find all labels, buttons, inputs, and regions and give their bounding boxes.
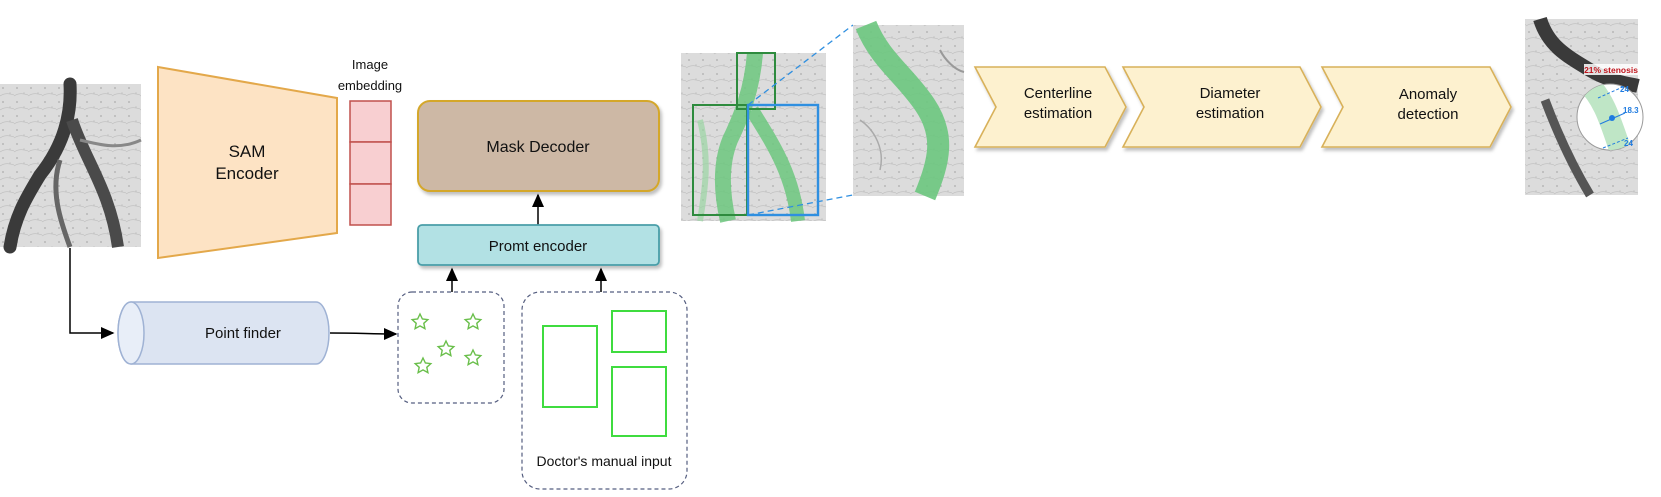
diameter-bottom-label: 24 bbox=[1624, 139, 1633, 148]
stenosis-result-image: 24 18.3 24 21% stenosis bbox=[1525, 16, 1644, 198]
arrow-image-to-pointfinder bbox=[69, 248, 115, 339]
zoom-line-top bbox=[747, 24, 854, 106]
sam-encoder-label-line2: Encoder bbox=[215, 164, 279, 183]
input-angiogram-image bbox=[0, 77, 142, 254]
star-icon bbox=[463, 312, 483, 330]
point-finder-label: Point finder bbox=[205, 325, 281, 342]
doctors-input-label: Doctor's manual input bbox=[537, 453, 672, 469]
manual-box-bottom-right bbox=[611, 366, 667, 437]
doctors-manual-input-box: Doctor's manual input bbox=[521, 291, 688, 490]
crop-box-blue bbox=[746, 103, 820, 217]
arrow-pointfinder-to-points bbox=[329, 327, 398, 340]
segmentation-output-image bbox=[681, 52, 826, 223]
image-embedding-label-line2: embedding bbox=[338, 78, 402, 93]
stage-centerline-label-line2: estimation bbox=[1024, 105, 1092, 122]
image-embedding-label-line1: Image bbox=[352, 57, 388, 72]
manual-box-top-right bbox=[611, 310, 667, 353]
stage-diameter-estimation: Diameter estimation bbox=[1121, 66, 1322, 148]
star-icon bbox=[463, 348, 483, 366]
stage-centerline-label-line1: Centerline bbox=[1024, 85, 1092, 102]
diameter-top-label: 24 bbox=[1620, 85, 1629, 94]
image-embedding-block: Image embedding bbox=[338, 57, 402, 226]
star-icon bbox=[410, 312, 430, 330]
sam-encoder-block: SAM Encoder bbox=[157, 65, 338, 260]
stage-diameter-label-line1: Diameter bbox=[1200, 85, 1261, 102]
manual-box-left bbox=[542, 325, 598, 408]
point-finder-block: Point finder bbox=[117, 301, 330, 365]
prompt-encoder-block: Promt encoder bbox=[417, 224, 660, 266]
mask-decoder-block: Mask Decoder bbox=[417, 100, 660, 192]
stage-centerline-estimation: Centerline estimation bbox=[973, 66, 1127, 148]
stage-anomaly-detection: Anomaly detection bbox=[1320, 66, 1512, 148]
diameter-mid-label: 18.3 bbox=[1623, 106, 1639, 115]
stage-anomaly-label-line2: detection bbox=[1398, 106, 1459, 123]
mask-decoder-label: Mask Decoder bbox=[486, 139, 590, 156]
star-icon bbox=[413, 356, 433, 374]
point-prompts-box bbox=[397, 291, 505, 404]
stenosis-percentage-label: 21% stenosis bbox=[1584, 65, 1638, 75]
star-icon bbox=[436, 339, 456, 357]
stage-diameter-label-line2: estimation bbox=[1196, 105, 1264, 122]
sam-encoder-label-line1: SAM bbox=[229, 142, 266, 161]
crop-box-top bbox=[736, 52, 776, 110]
zoomed-crop-image bbox=[853, 20, 965, 201]
prompt-encoder-label: Promt encoder bbox=[489, 238, 587, 255]
stage-anomaly-label-line1: Anomaly bbox=[1399, 86, 1458, 103]
zoom-line-bottom bbox=[747, 194, 854, 216]
